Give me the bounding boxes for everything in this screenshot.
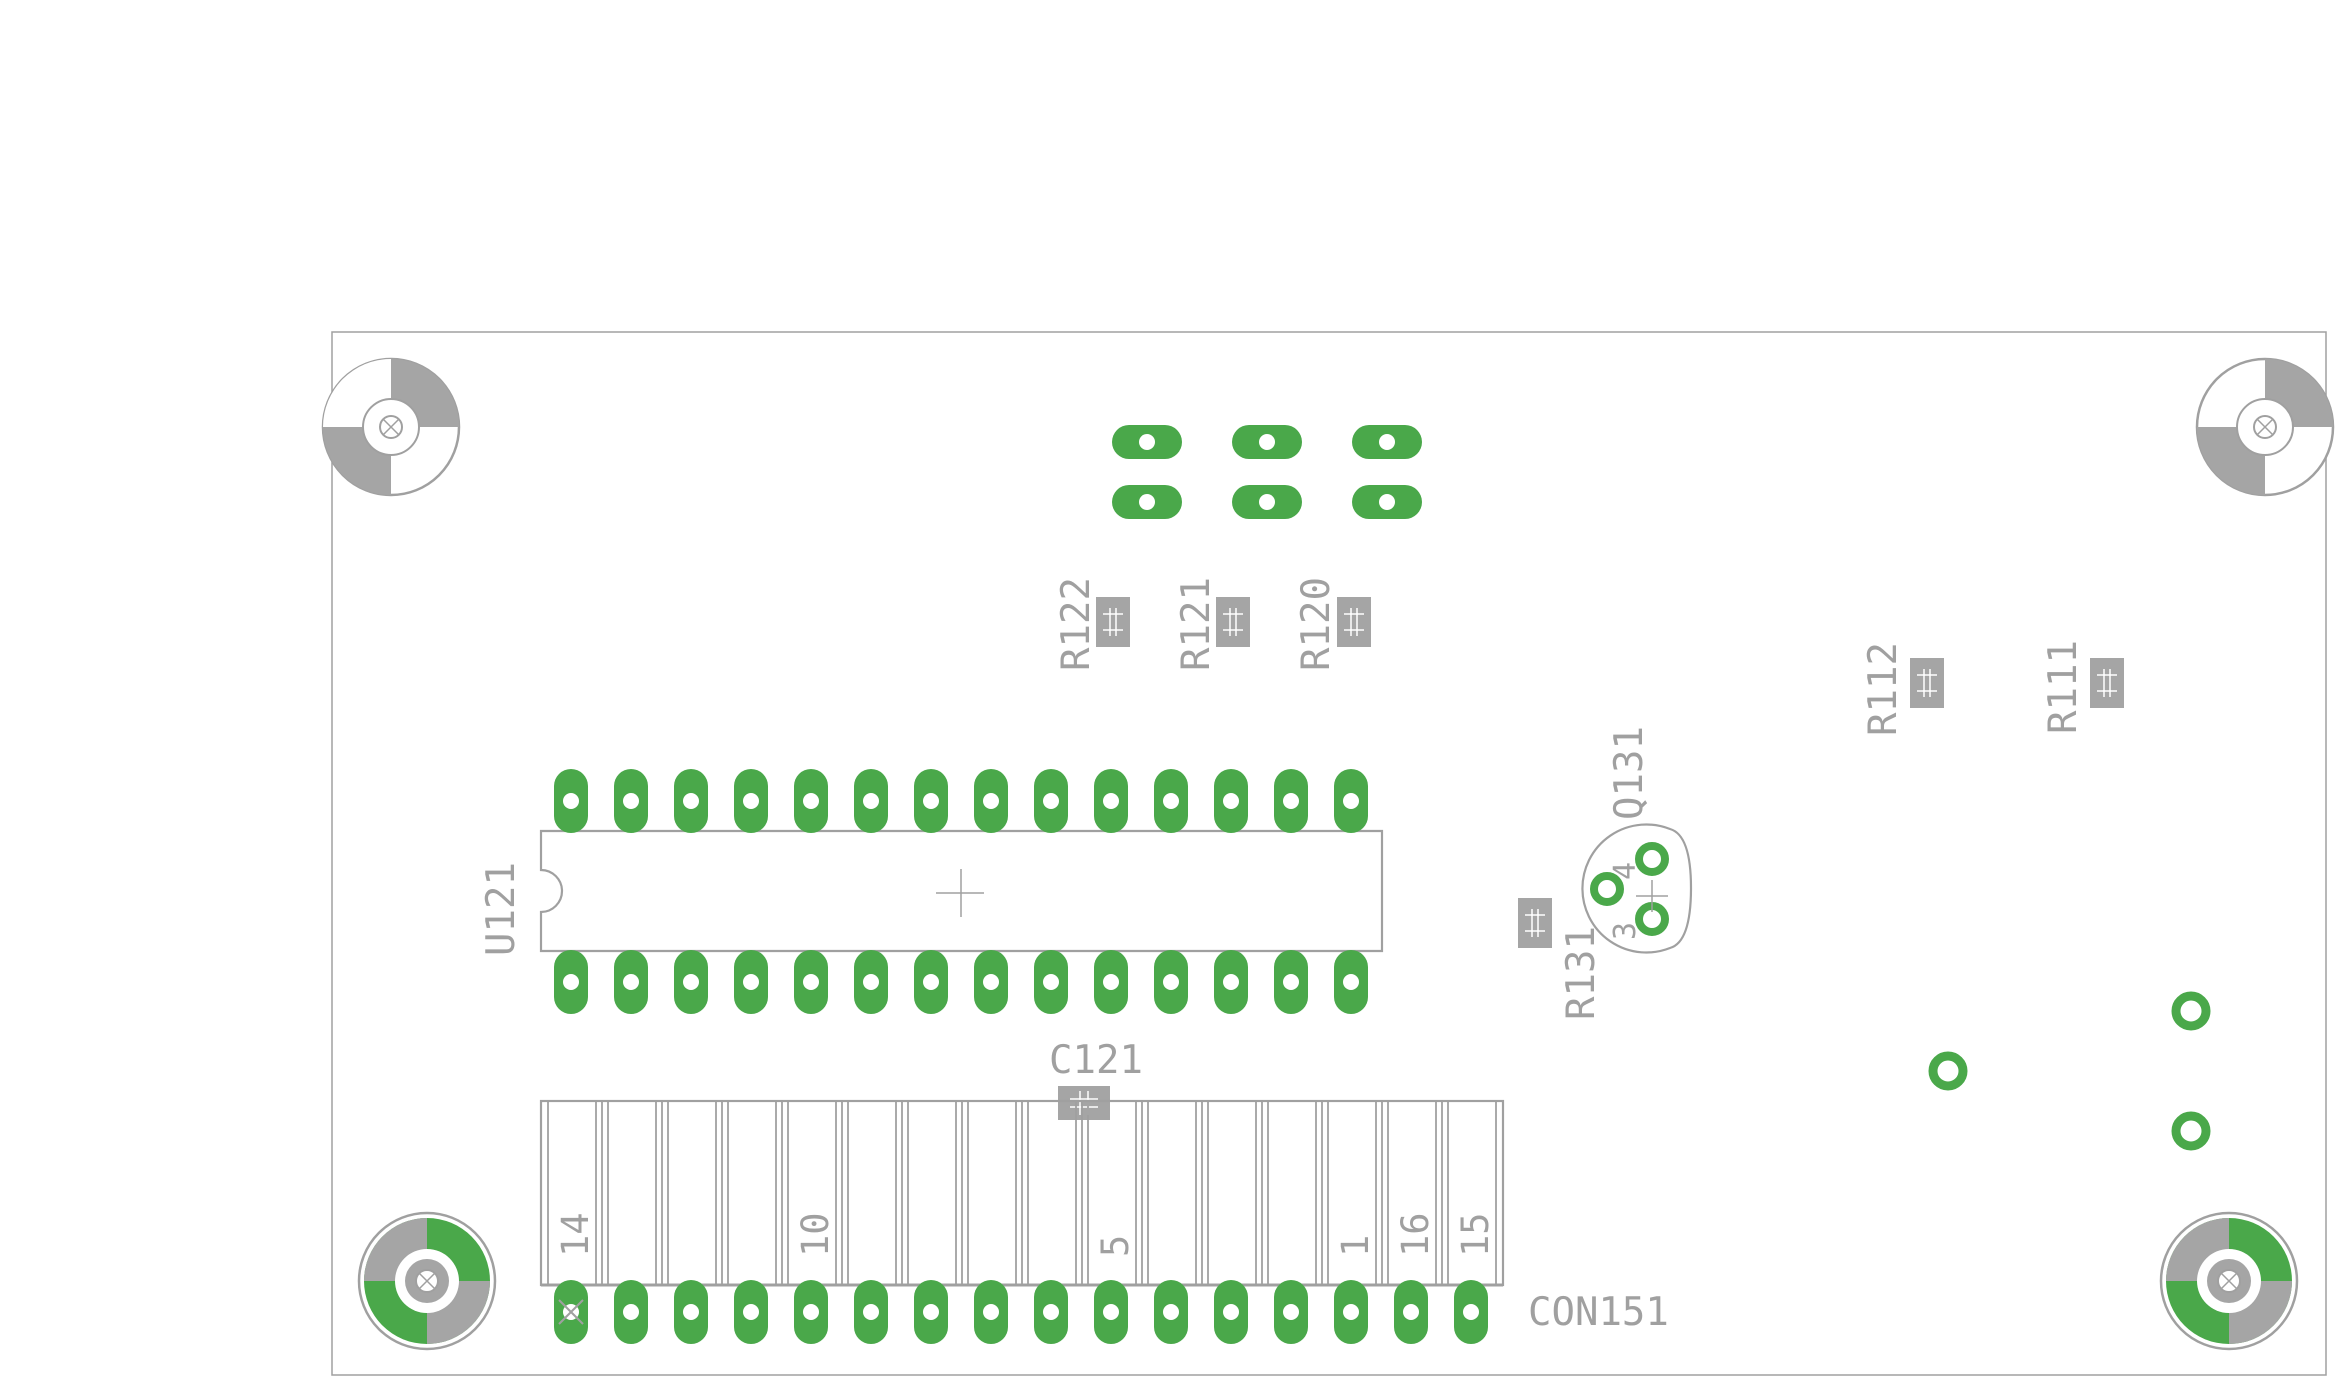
header-pad: [1352, 485, 1422, 519]
svg-text:3: 3: [1608, 922, 1643, 940]
label-r131: R131: [1559, 926, 1604, 1020]
pin-label-15: 15: [1454, 1212, 1497, 1257]
ic-u121: [539, 829, 1384, 953]
label-r120: R120: [1294, 577, 1339, 671]
ic-pins-bottom: [554, 950, 1368, 1014]
header-pads: [1112, 425, 1422, 519]
pin-label-14: 14: [554, 1212, 597, 1257]
label-r121: R121: [1174, 577, 1219, 671]
label-r122: R122: [1054, 577, 1099, 671]
smd-pad: [1216, 597, 1250, 647]
via: [1928, 1051, 1968, 1091]
mounting-hole-icon: [2159, 1211, 2299, 1351]
header-pad: [1112, 425, 1182, 459]
label-con151: CON151: [1528, 1290, 1669, 1335]
svg-text:4: 4: [1608, 862, 1643, 880]
mounting-hole-icon: [357, 1211, 497, 1351]
label-u121: U121: [479, 862, 524, 956]
mounting-hole-icon: [2195, 357, 2335, 497]
label-q131: Q131: [1607, 726, 1652, 820]
smd-pad: [1518, 898, 1552, 948]
header-pad: [1232, 425, 1302, 459]
header-pad: [1232, 485, 1302, 519]
pin-label-5: 5: [1094, 1235, 1137, 1257]
smd-pad: [1096, 597, 1130, 647]
ic-pins-top: [554, 769, 1368, 833]
smd-pad: [2090, 658, 2124, 708]
pin-label-16: 16: [1394, 1212, 1437, 1257]
via: [2171, 1111, 2211, 1151]
pin-label-1: 1: [1334, 1235, 1377, 1257]
pin-label-10: 10: [794, 1212, 837, 1257]
smd-pad: [1910, 658, 1944, 708]
header-pad: [1352, 425, 1422, 459]
board-outline: [331, 331, 2327, 1376]
smd-pad: [1337, 597, 1371, 647]
label-r111: R111: [2041, 640, 2086, 734]
transistor-q131: 4 3: [1581, 823, 1693, 954]
label-c121: C121: [1049, 1038, 1143, 1083]
mounting-hole-icon: [321, 357, 461, 497]
header-pad: [1112, 485, 1182, 519]
label-r112: R112: [1861, 642, 1906, 736]
smd-pad: [1058, 1086, 1110, 1120]
via: [2171, 991, 2211, 1031]
connector-con151: [539, 1099, 1505, 1287]
connector-pins: [554, 1280, 1488, 1344]
